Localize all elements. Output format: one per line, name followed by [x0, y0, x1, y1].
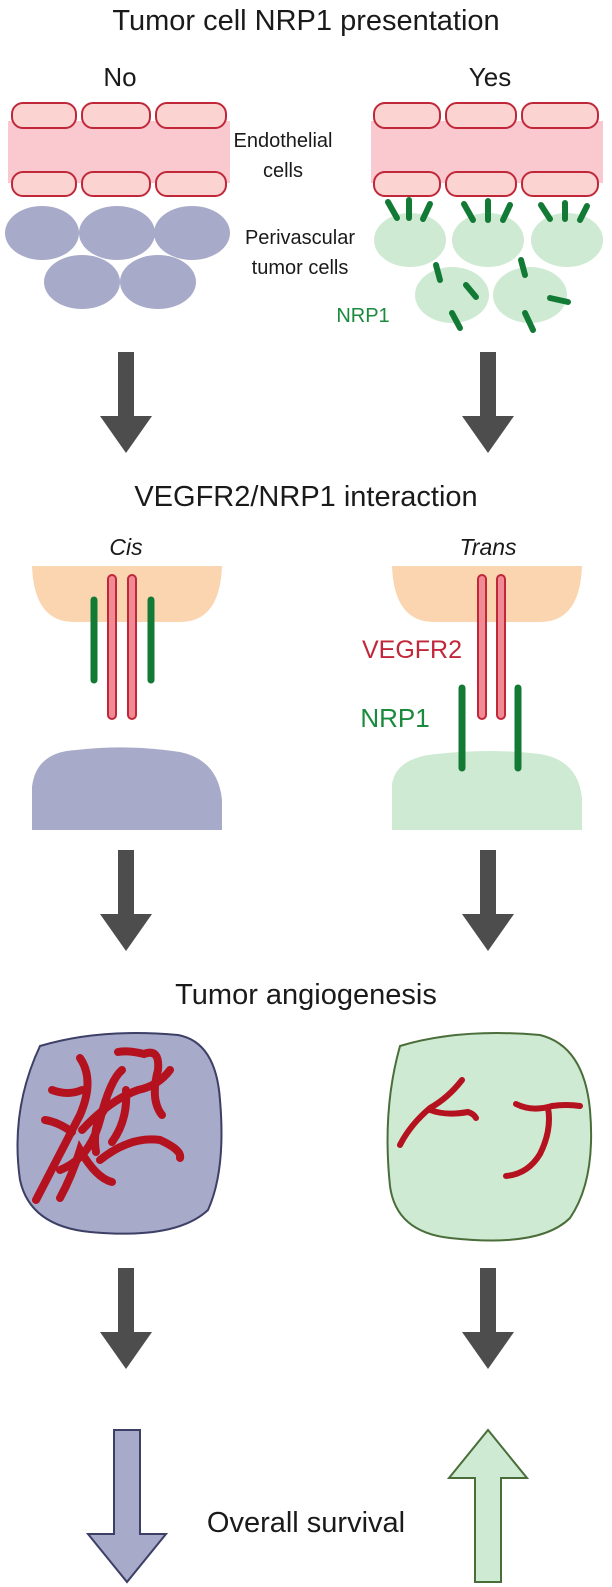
label-overall-survival: Overall survival — [207, 1507, 405, 1539]
label-trans: Trans — [459, 534, 517, 560]
endothelial-vessel-right — [371, 102, 603, 197]
arrow-down-right-3 — [462, 1268, 514, 1369]
perivascular-cells-green — [374, 213, 603, 323]
label-perivascular-line1: Perivascular — [245, 227, 355, 249]
arrow-survival-increase — [446, 1428, 530, 1583]
title-angiogenesis: Tumor angiogenesis — [175, 979, 437, 1011]
tumor-cell-cis — [32, 747, 222, 830]
blood-vessels-dense — [32, 1047, 185, 1204]
column-label-yes: Yes — [469, 62, 511, 92]
vegfr2-receptor-cis — [107, 574, 137, 720]
nrp1-receptors-top — [385, 197, 590, 333]
perivascular-cells-blue — [5, 206, 230, 309]
nrp1-receptor-cis — [90, 596, 155, 684]
nrp1-receptor-trans — [458, 684, 522, 772]
tumor-green-low-vascular — [386, 1032, 593, 1242]
label-vegfr2: VEGFR2 — [362, 636, 462, 664]
label-endothelial-line2: cells — [263, 160, 303, 182]
label-endothelial-line1: Endothelial — [234, 130, 333, 152]
label-cis: Cis — [109, 534, 143, 560]
arrow-down-left-1 — [100, 352, 152, 453]
label-nrp1-top: NRP1 — [336, 305, 389, 327]
column-label-no: No — [103, 62, 136, 92]
arrow-down-left-2 — [100, 850, 152, 951]
arrow-survival-decrease — [85, 1429, 169, 1584]
label-perivascular-line2: tumor cells — [252, 257, 349, 279]
tumor-blue-high-vascular — [16, 1032, 223, 1235]
vegfr2-receptor-trans — [477, 574, 506, 720]
arrow-down-left-3 — [100, 1268, 152, 1369]
label-nrp1-mid: NRP1 — [360, 703, 429, 733]
arrow-down-right-2 — [462, 850, 514, 951]
arrow-down-right-1 — [462, 352, 514, 453]
title-interaction: VEGFR2/NRP1 interaction — [134, 481, 477, 513]
title-presentation: Tumor cell NRP1 presentation — [112, 5, 499, 37]
tumor-cell-trans — [392, 751, 582, 830]
blood-vessels-sparse — [397, 1077, 583, 1179]
endothelial-vessel-left — [8, 102, 230, 197]
